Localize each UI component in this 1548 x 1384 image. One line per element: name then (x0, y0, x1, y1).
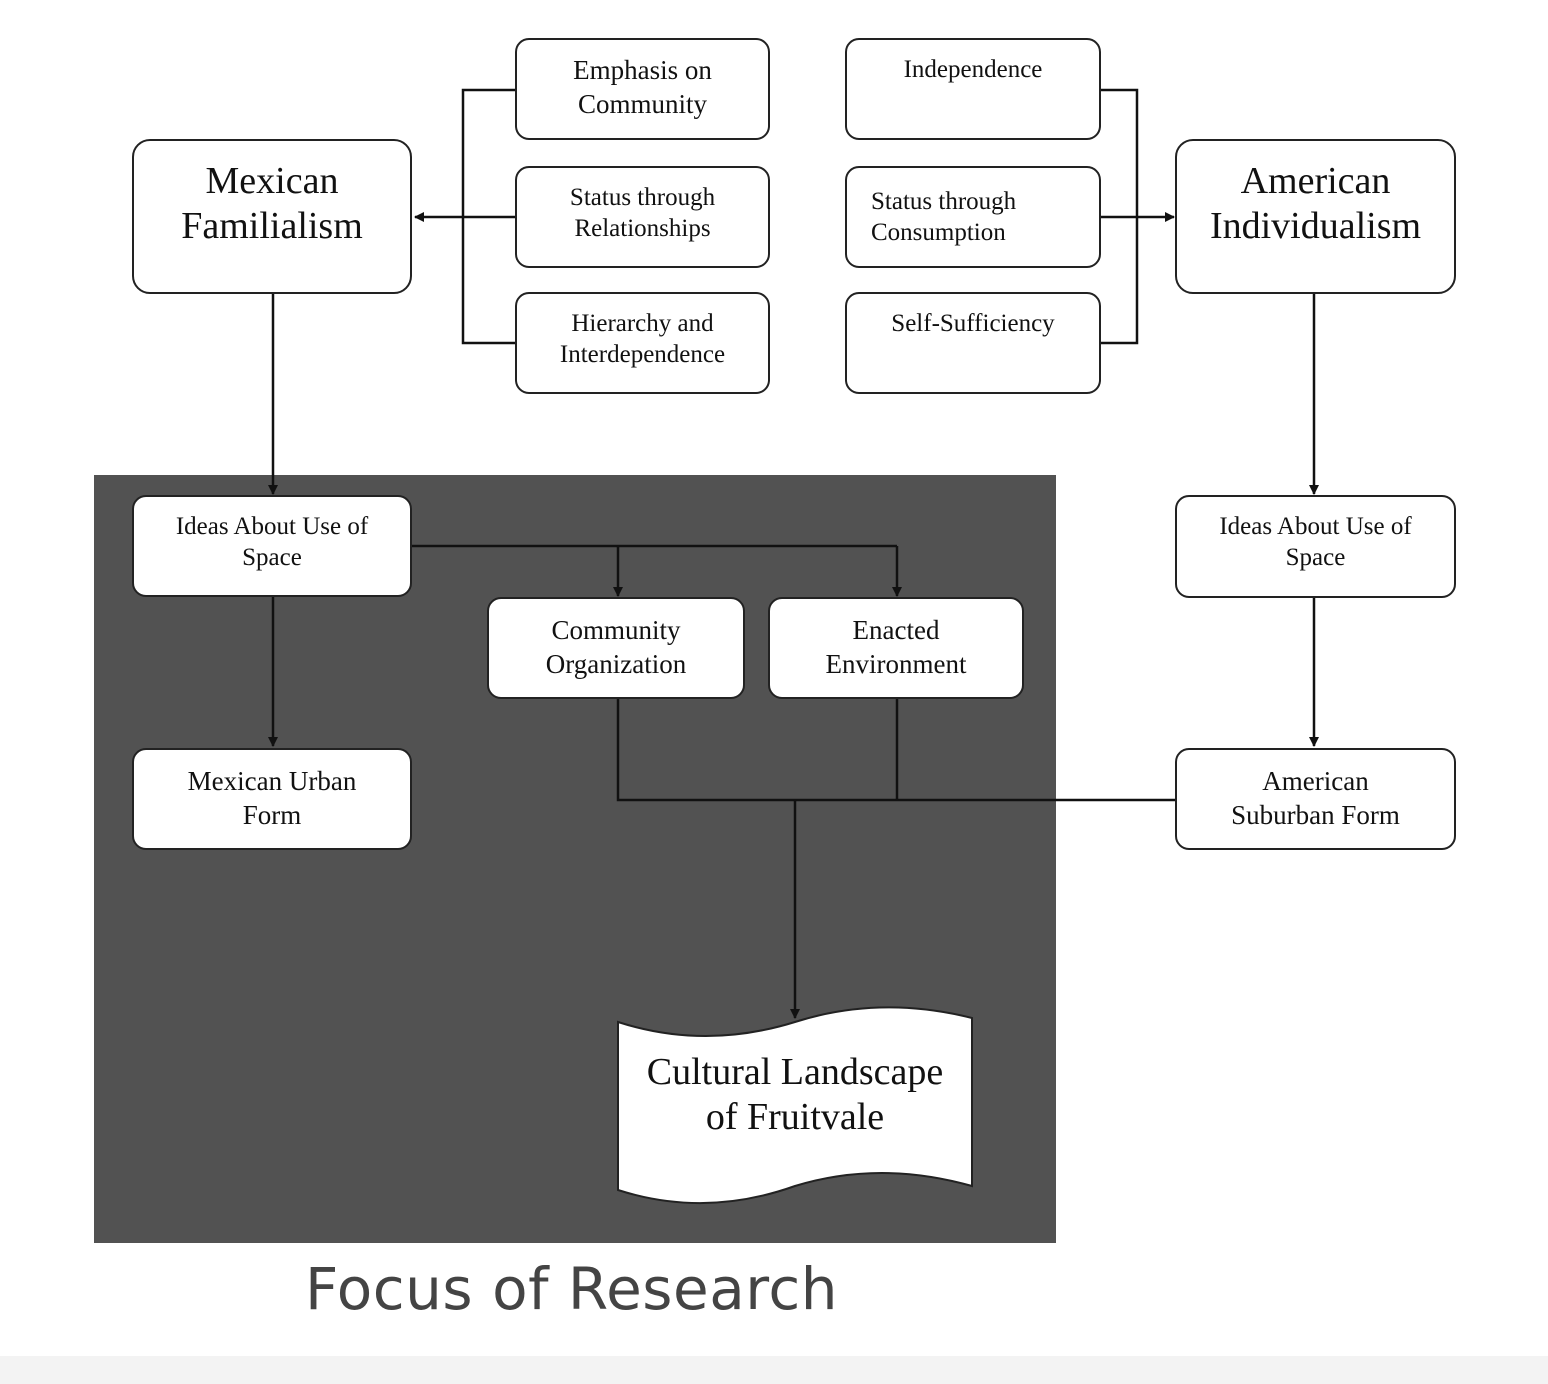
trait-status-through-relationships: Status through Relationships (515, 166, 770, 268)
trait-emphasis-on-community: Emphasis on Community (515, 38, 770, 140)
cultural-landscape-of-fruitvale: Cultural Landscape of Fruitvale (646, 1051, 944, 1138)
mexican-urban-form-box: Mexican Urban Form (132, 748, 412, 850)
community-organization-box: Community Organization (487, 597, 745, 699)
mexican-familialism-box: Mexican Familialism (132, 139, 412, 294)
trait-hierarchy-and-interdependence: Hierarchy and Interdependence (515, 292, 770, 394)
bottom-strip (0, 1356, 1548, 1384)
trait-independence: Independence (845, 38, 1101, 140)
ideas-about-use-of-space-american: Ideas About Use of Space (1175, 495, 1456, 598)
trait-status-through-consumption: Status through Consumption (845, 166, 1101, 268)
focus-of-research-label: Focus of Research (305, 1255, 838, 1323)
american-individualism-box: American Individualism (1175, 139, 1456, 294)
cultural-landscape-document-shape (617, 1006, 973, 1204)
enacted-environment-box: Enacted Environment (768, 597, 1024, 699)
ideas-about-use-of-space-mexican: Ideas About Use of Space (132, 495, 412, 597)
trait-self-sufficiency: Self-Sufficiency (845, 292, 1101, 394)
american-suburban-form-box: American Suburban Form (1175, 748, 1456, 850)
